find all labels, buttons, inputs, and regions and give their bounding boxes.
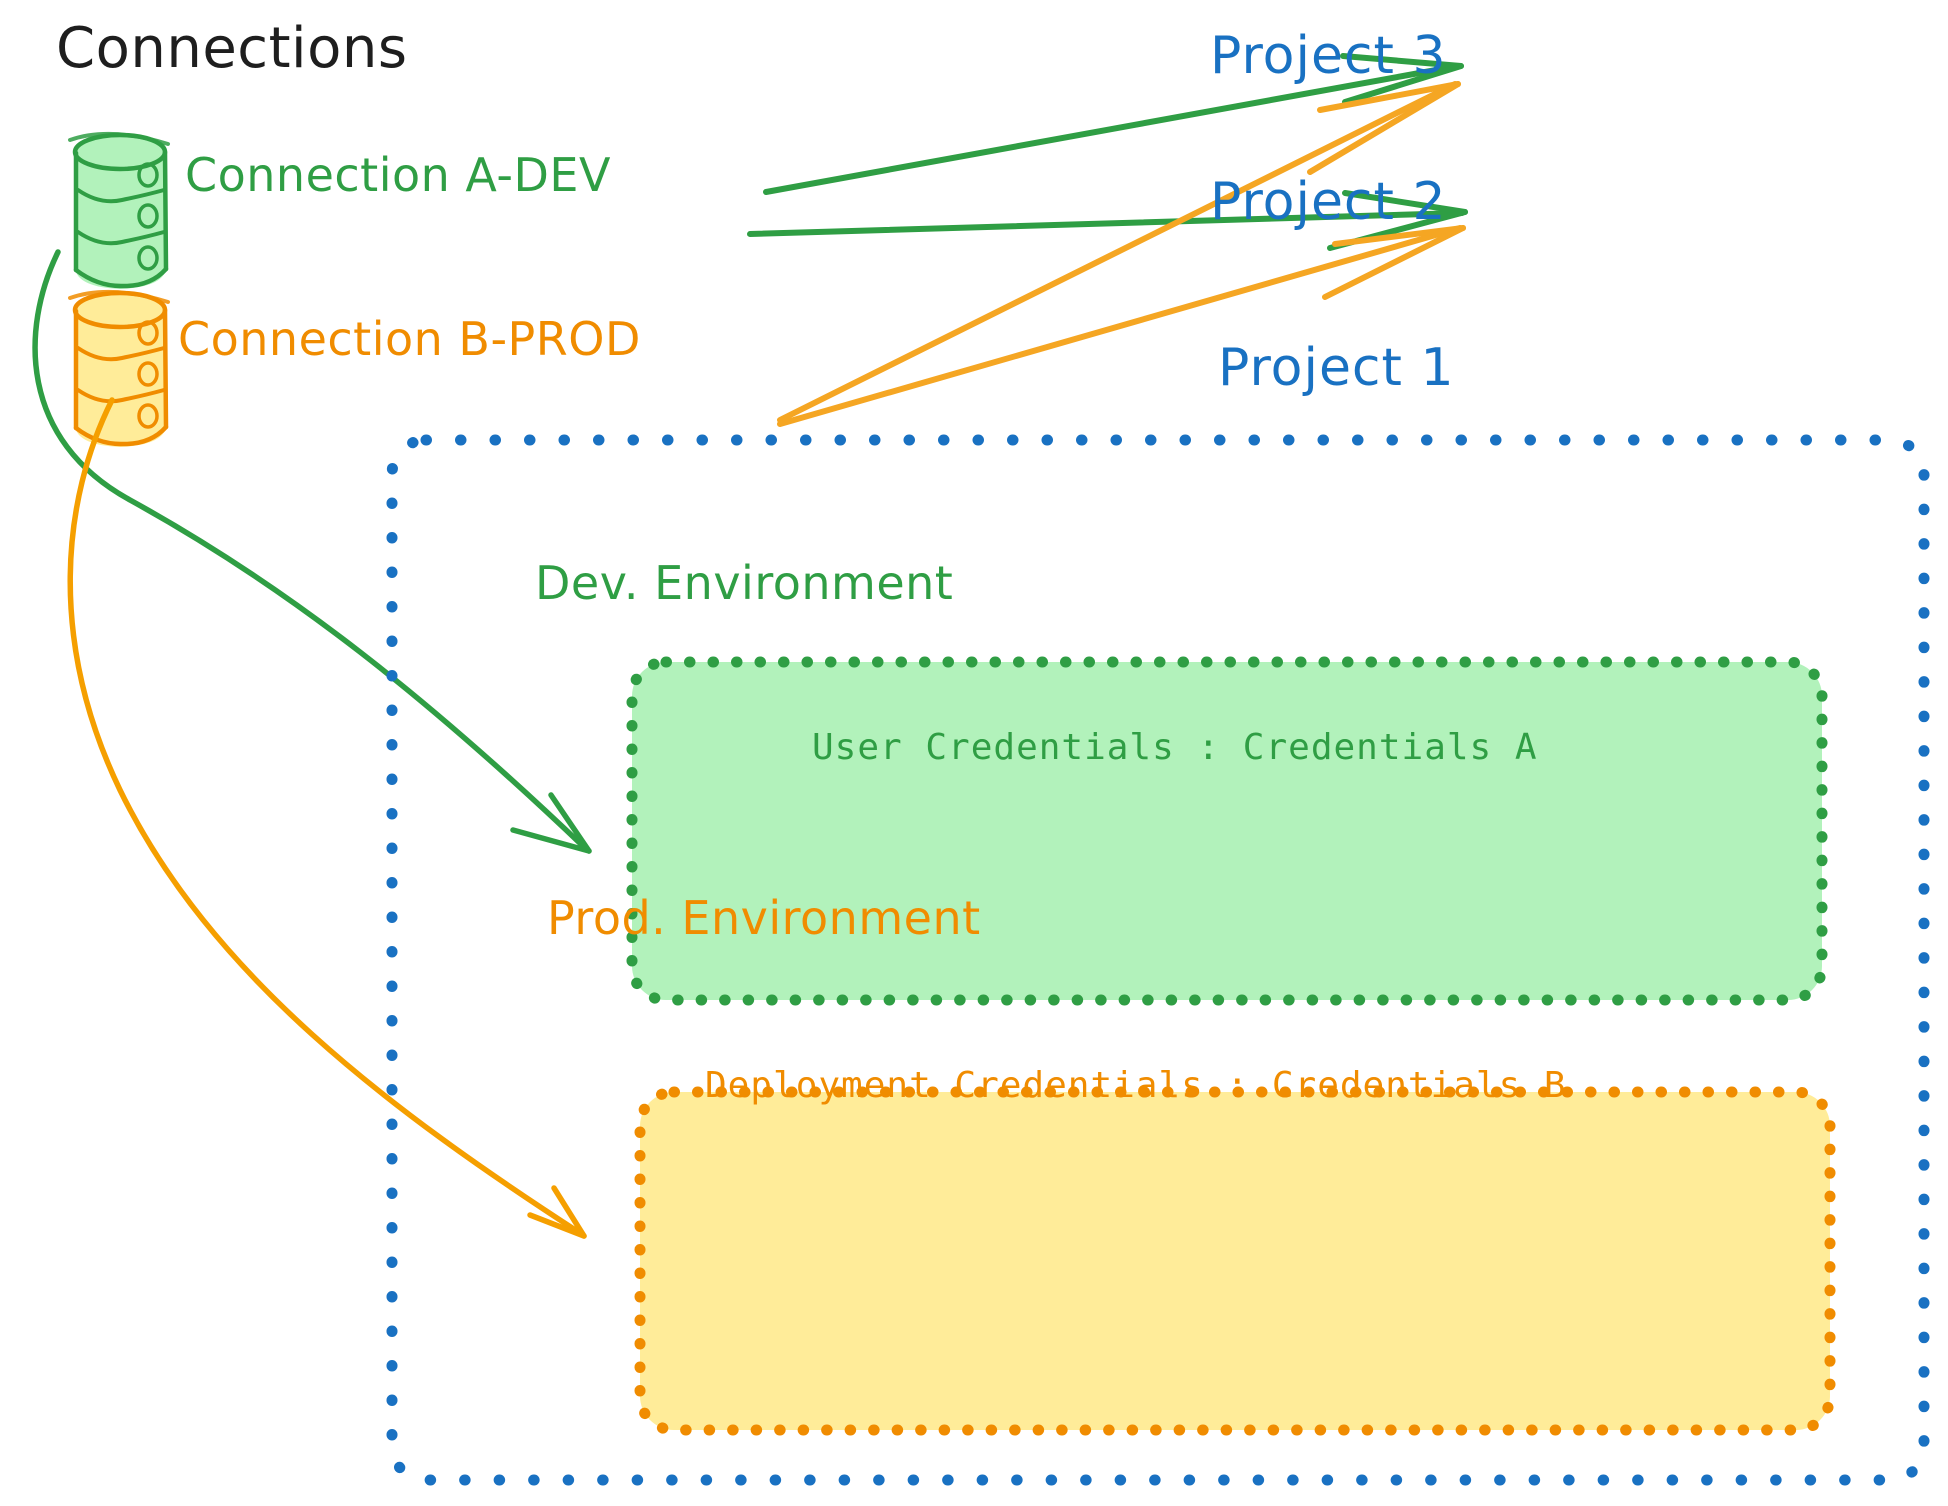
edge-conn-b-to-project-3	[777, 81, 1461, 423]
page-title: Connections	[56, 16, 408, 81]
database-icon-connection-b[interactable]	[68, 289, 170, 447]
database-icon-connection-a[interactable]	[68, 131, 170, 289]
prod-environment-title: Prod. Environment	[547, 891, 981, 945]
project-1-container	[386, 434, 1930, 1486]
project-3-label[interactable]: Project 3	[1210, 26, 1447, 86]
project-2-label[interactable]: Project 2	[1210, 172, 1447, 232]
edge-conn-b-to-project-2	[777, 225, 1466, 427]
edge-conn-a-to-project-3	[763, 53, 1464, 195]
dev-environment-box[interactable]	[626, 656, 1828, 1006]
project-1-label[interactable]: Project 1	[1218, 338, 1455, 398]
prod-environment-credentials: Deployment Credentials : Credentials B	[705, 1065, 1567, 1106]
edge-conn-a-to-dev-environment	[32, 249, 592, 854]
prod-environment-box[interactable]	[634, 1086, 1836, 1436]
connection-b-prod-label[interactable]: Connection B-PROD	[178, 312, 641, 366]
edge-conn-b-to-prod-environment	[67, 397, 587, 1239]
dev-environment-credentials: User Credentials : Credentials A	[812, 727, 1538, 768]
connection-a-dev-label[interactable]: Connection A-DEV	[185, 148, 611, 202]
dev-environment-title: Dev. Environment	[535, 556, 954, 610]
